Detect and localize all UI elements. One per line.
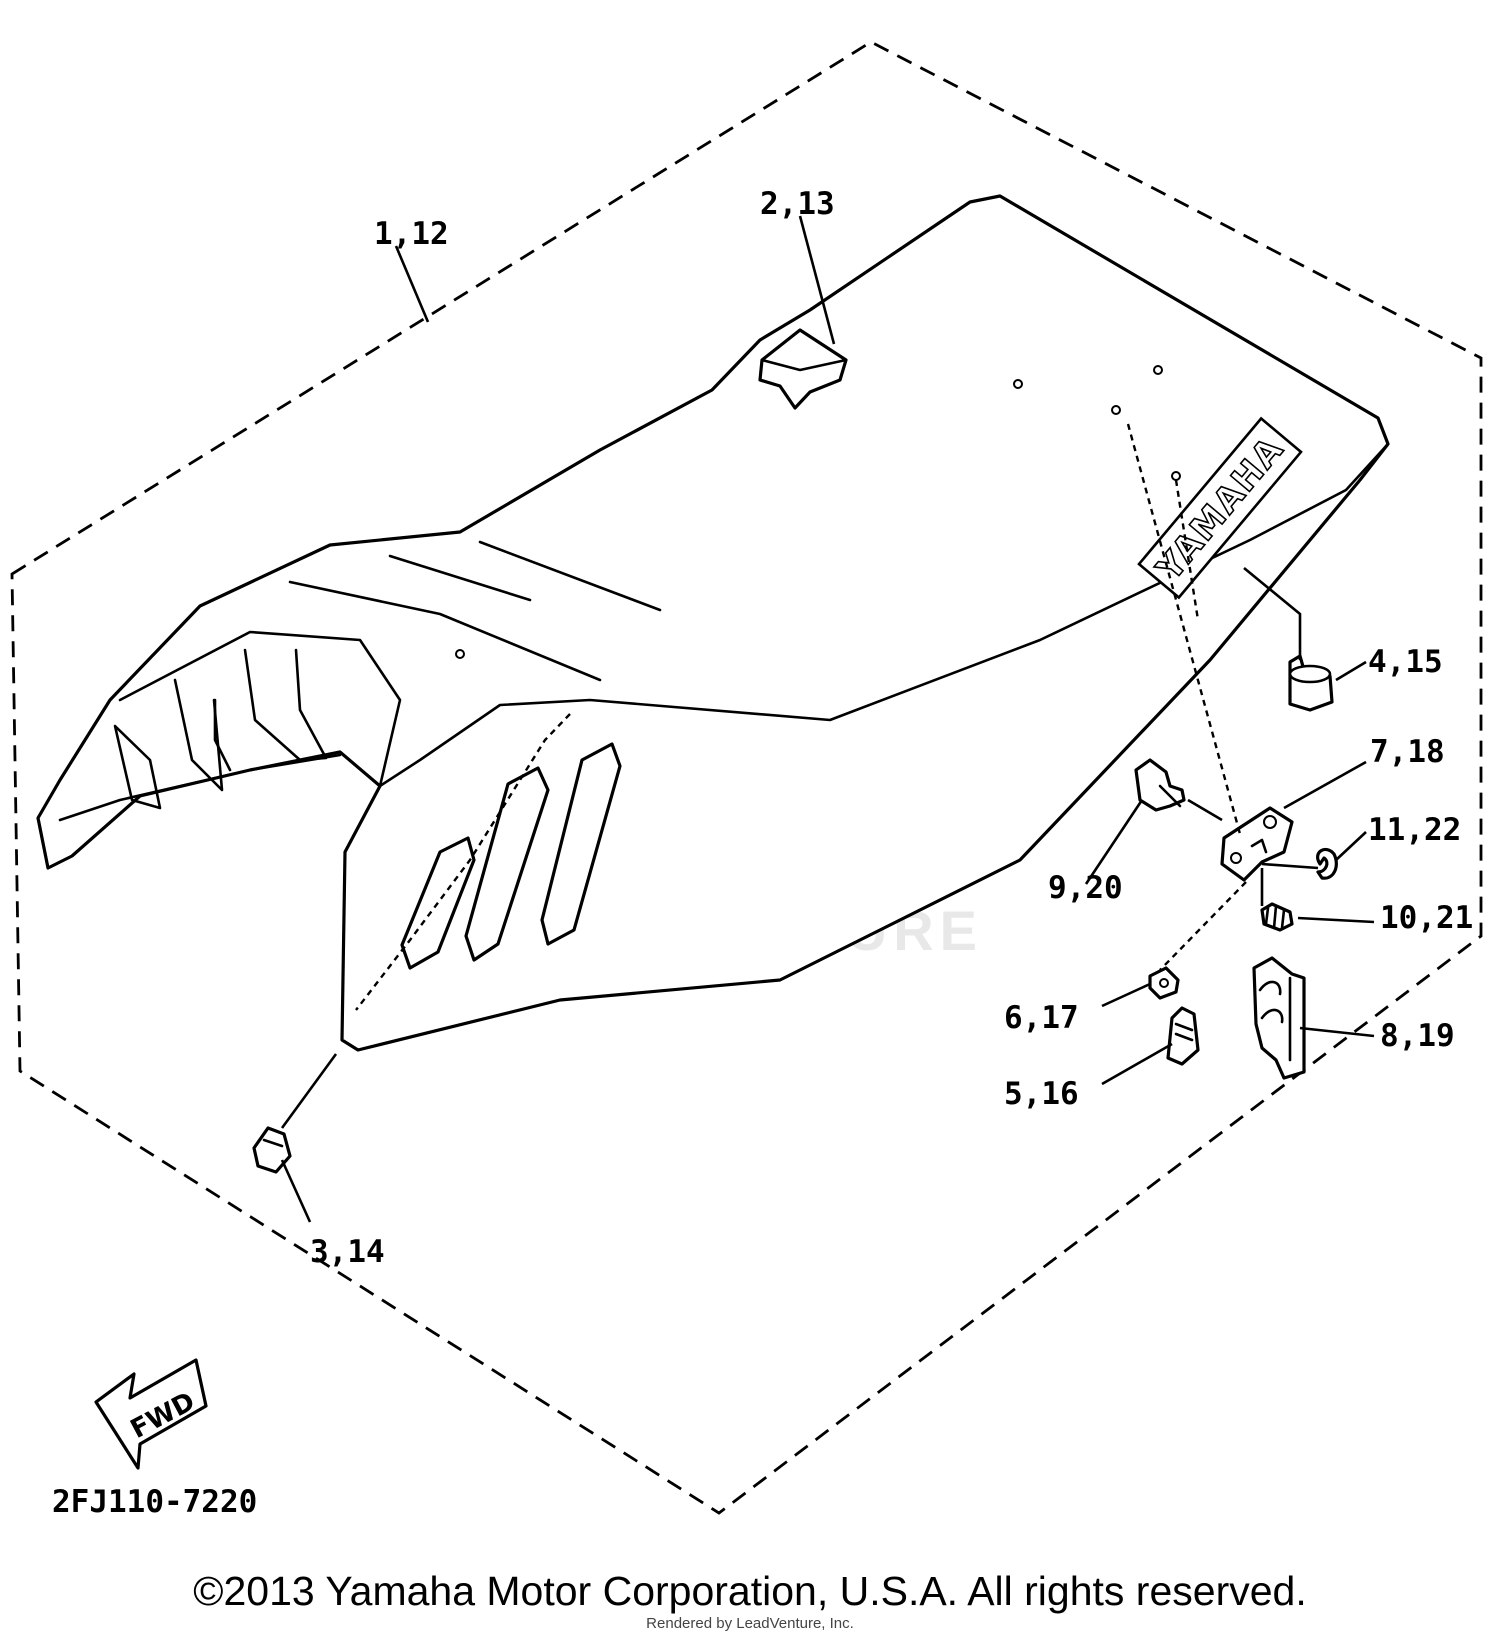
- side-vent-3: [540, 742, 622, 946]
- part-11-circlip: [1316, 848, 1338, 880]
- callout-1-12: 1,12: [374, 216, 449, 252]
- callout-6-17: 6,17: [1004, 1000, 1079, 1036]
- part-8-hook-bracket: [1252, 956, 1306, 1080]
- diagram-code: 2FJ110-7220: [52, 1484, 257, 1520]
- part-9-bolt: [1134, 758, 1186, 812]
- part-7-lock-plate: [1220, 806, 1294, 882]
- copyright-notice: ©2013 Yamaha Motor Corporation, U.S.A. A…: [193, 1568, 1307, 1614]
- part-10-spring: [1260, 902, 1294, 932]
- callout-labels: 1,12 2,13 3,14 4,15 5,16 6,17 7,18 8,19 …: [310, 186, 1473, 1270]
- fwd-arrow: FWD: [94, 1358, 208, 1470]
- side-vent-2: [464, 766, 550, 962]
- callout-9-20: 9,20: [1048, 870, 1123, 906]
- leader-lines: [280, 215, 1375, 1223]
- callout-4-15: 4,15: [1368, 644, 1443, 680]
- mounting-marks: [455, 365, 1181, 659]
- seat: YAMAHA: [36, 194, 1390, 1052]
- callout-3-14: 3,14: [310, 1234, 385, 1270]
- part-5-bolt: [1166, 1006, 1200, 1066]
- callout-7-18: 7,18: [1370, 734, 1445, 770]
- part-6-nut: [1148, 966, 1180, 1000]
- part-4-damper: [1288, 654, 1334, 712]
- assembly-boundary: [10, 40, 1483, 1515]
- callout-8-19: 8,19: [1380, 1018, 1455, 1054]
- callout-5-16: 5,16: [1004, 1076, 1079, 1112]
- part-3-grommet: [252, 1126, 292, 1174]
- callout-10-21: 10,21: [1380, 900, 1473, 936]
- callout-2-13: 2,13: [760, 186, 835, 222]
- callout-11-22: 11,22: [1368, 812, 1461, 848]
- rendered-by-credit: Rendered by LeadVenture, Inc.: [646, 1615, 854, 1632]
